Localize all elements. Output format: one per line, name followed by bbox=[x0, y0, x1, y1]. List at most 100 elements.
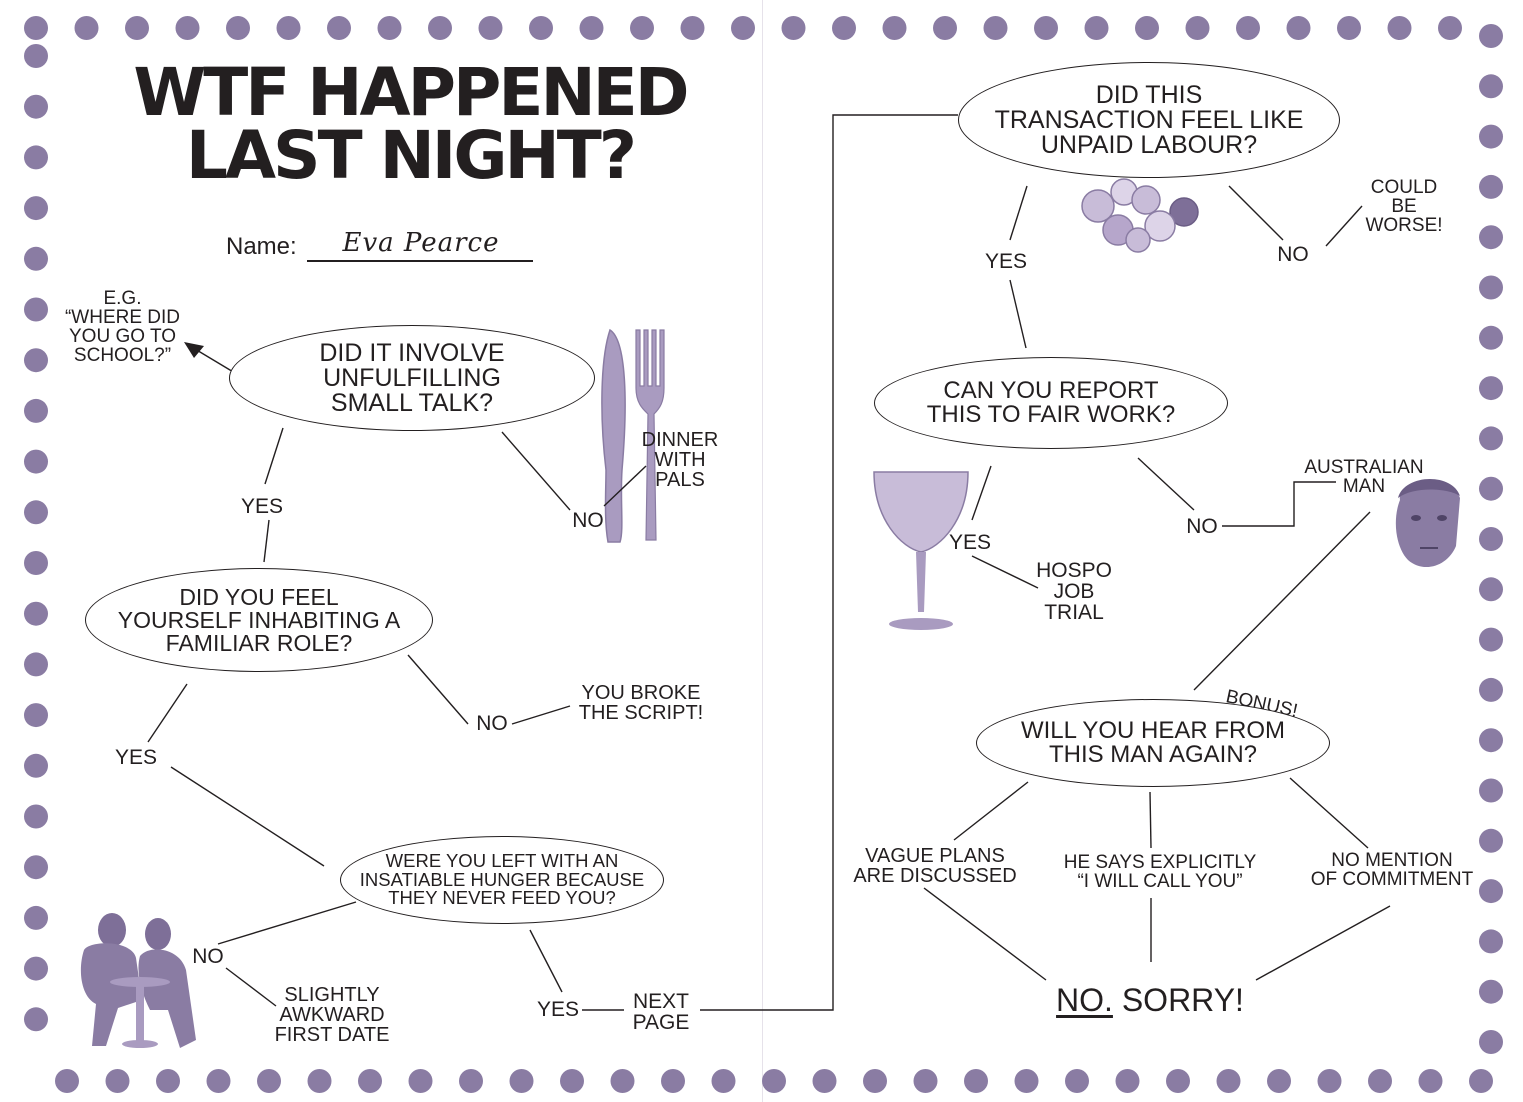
final-no: NO. bbox=[1056, 982, 1113, 1018]
border-dot bbox=[661, 1069, 685, 1093]
border-dot bbox=[206, 1069, 231, 1093]
border-dot bbox=[1479, 426, 1503, 451]
question-3-oval: WERE YOU LEFT WITH AN INSATIABLE HUNGER … bbox=[340, 836, 664, 924]
name-value: Eva Pearce bbox=[342, 228, 500, 258]
border-dot bbox=[1479, 376, 1503, 401]
q3-no-result-line bbox=[225, 967, 277, 1007]
border-dot bbox=[24, 601, 48, 626]
border-dot bbox=[832, 16, 856, 40]
border-dot bbox=[1185, 16, 1210, 40]
border-dot bbox=[1286, 16, 1311, 40]
q1-yes-label: YES bbox=[240, 495, 284, 518]
q4-no-result-line bbox=[1325, 205, 1363, 247]
q3-yes-line bbox=[529, 929, 563, 993]
q1-no-label: NO bbox=[572, 509, 604, 532]
border-dot bbox=[1479, 828, 1503, 853]
question-2-oval: DID YOU FEEL YOURSELF INHABITING A FAMIL… bbox=[85, 568, 433, 672]
border-dot bbox=[55, 1069, 79, 1093]
border-dot bbox=[863, 1069, 887, 1093]
question-2-text: DID YOU FEEL YOURSELF INHABITING A FAMIL… bbox=[117, 583, 401, 656]
q4-no-result: COULD BE WORSE! bbox=[1365, 177, 1443, 236]
question-1-text: DID IT INVOLVE UNFULFILLING SMALL TALK? bbox=[319, 338, 505, 417]
border-dot bbox=[1479, 979, 1503, 1004]
question-6-text: WILL YOU HEAR FROM THIS MAN AGAIN? bbox=[1020, 717, 1286, 768]
border-dot bbox=[509, 1069, 534, 1093]
border-dot bbox=[1479, 174, 1503, 199]
border-dot bbox=[1479, 879, 1503, 904]
border-dot bbox=[1034, 16, 1058, 40]
q1-no-result-line bbox=[603, 465, 647, 507]
q4-no-line bbox=[1228, 185, 1284, 241]
border-dot bbox=[428, 16, 452, 40]
answer-vague-plans: VAGUE PLANS ARE DISCUSSED bbox=[853, 845, 1017, 887]
coupe-glass-illustration bbox=[873, 471, 969, 630]
q3-no-line bbox=[217, 901, 357, 945]
final-answer: NO. SORRY! bbox=[1000, 982, 1300, 1019]
page-fold bbox=[762, 0, 763, 1102]
border-dot bbox=[1418, 1069, 1443, 1093]
q6-answer3-line bbox=[1289, 777, 1369, 849]
q5-yes-label: YES bbox=[948, 531, 992, 554]
border-dot bbox=[579, 16, 604, 40]
border-dot bbox=[1479, 577, 1503, 602]
border-dot bbox=[24, 449, 48, 474]
example-arrowhead bbox=[184, 342, 204, 358]
question-6-oval: WILL YOU HEAR FROM THIS MAN AGAIN? bbox=[976, 699, 1330, 787]
border-dot bbox=[257, 1069, 281, 1093]
border-dot bbox=[24, 1007, 48, 1032]
border-dot bbox=[1438, 16, 1462, 40]
question-3-text: WERE YOU LEFT WITH AN INSATIABLE HUNGER … bbox=[359, 850, 645, 909]
q5-no-result-connector bbox=[1222, 481, 1336, 527]
q1-yes-line-b bbox=[263, 519, 270, 563]
border-dot bbox=[175, 16, 200, 40]
answer1-to-final-line bbox=[923, 887, 1047, 981]
border-dot bbox=[964, 1069, 988, 1093]
q2-no-label: NO bbox=[476, 712, 508, 735]
border-dot bbox=[377, 16, 402, 40]
q3-no-result: SLIGHTLY AWKWARD FIRST DATE bbox=[274, 984, 390, 1046]
q2-no-result-line bbox=[511, 705, 571, 725]
border-dot bbox=[1479, 627, 1503, 652]
man-portrait-illustration bbox=[1395, 478, 1460, 568]
question-4-text: DID THIS TRANSACTION FEEL LIKE UNPAID LA… bbox=[994, 80, 1304, 159]
q5-yes-line bbox=[971, 465, 992, 521]
q1-yes-line-a bbox=[264, 427, 284, 485]
border-dot bbox=[105, 1069, 130, 1093]
border-dot bbox=[1317, 1069, 1342, 1093]
q5-yes-result-line bbox=[971, 555, 1039, 589]
q6-answer1-line bbox=[953, 781, 1029, 841]
border-dot bbox=[1166, 1069, 1190, 1093]
border-dot bbox=[1135, 16, 1159, 40]
final-sorry: SORRY! bbox=[1112, 982, 1244, 1018]
border-dot bbox=[24, 398, 48, 423]
border-dot bbox=[1479, 325, 1503, 350]
border-dot bbox=[1387, 16, 1412, 40]
border-dot bbox=[1479, 728, 1503, 753]
dotted-border bbox=[24, 16, 1503, 1093]
border-dot bbox=[1267, 1069, 1291, 1093]
border-dot bbox=[24, 196, 48, 221]
border-dot bbox=[478, 16, 503, 40]
q5-no-label: NO bbox=[1186, 515, 1218, 538]
q2-yes-label: YES bbox=[114, 746, 158, 769]
q2-yes-line-b bbox=[170, 766, 325, 867]
name-label: Name: bbox=[226, 233, 297, 260]
border-dot bbox=[24, 753, 48, 778]
border-dot bbox=[24, 905, 48, 930]
question-5-text: CAN YOU REPORT THIS TO FAIR WORK? bbox=[926, 377, 1176, 428]
man-to-bonus-line bbox=[1193, 511, 1371, 691]
border-dot bbox=[24, 652, 48, 677]
border-dot bbox=[529, 16, 553, 40]
border-dot bbox=[307, 1069, 332, 1093]
border-dot bbox=[1014, 1069, 1039, 1093]
q1-example-note: E.G. “WHERE DID YOU GO TO SCHOOL?” bbox=[64, 288, 181, 366]
q2-yes-line-a bbox=[147, 683, 188, 743]
border-dot bbox=[358, 1069, 382, 1093]
border-dot bbox=[1115, 1069, 1140, 1093]
q4-yes-line-b bbox=[1009, 279, 1027, 349]
border-dot bbox=[1479, 275, 1503, 300]
border-dot bbox=[24, 44, 48, 68]
q1-no-line bbox=[501, 431, 571, 511]
border-dot bbox=[1479, 677, 1503, 702]
q4-yes-label: YES bbox=[984, 250, 1028, 273]
